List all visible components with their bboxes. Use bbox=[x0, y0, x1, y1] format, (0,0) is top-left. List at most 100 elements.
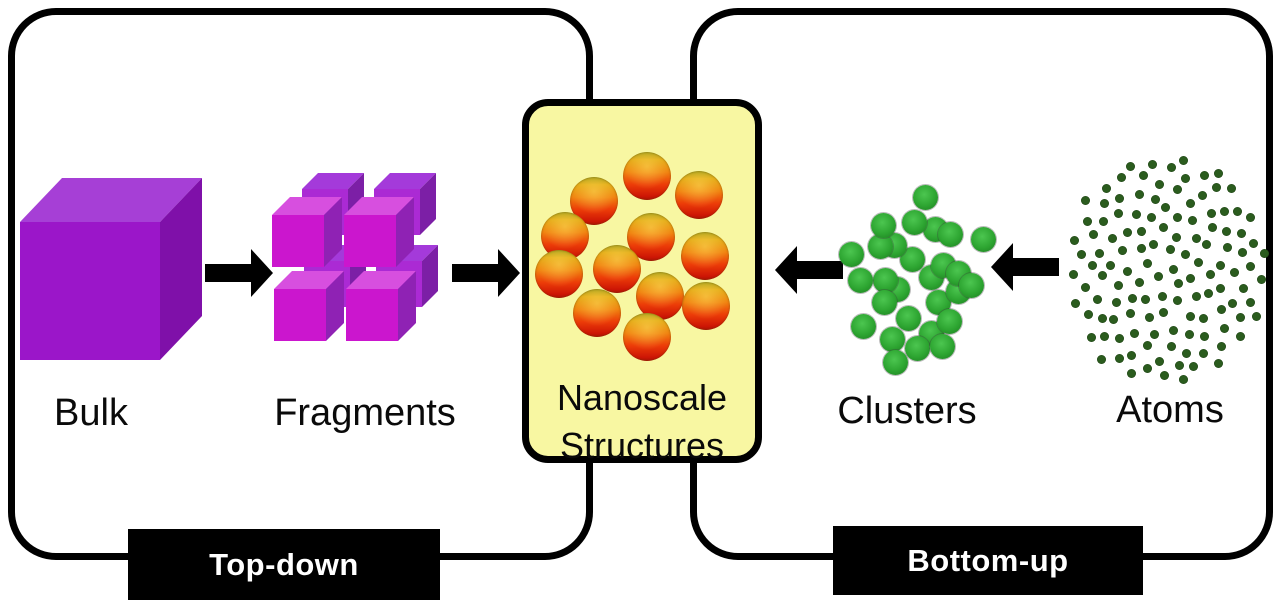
atom-particle bbox=[1205, 270, 1215, 280]
nanoparticle-sphere bbox=[675, 171, 723, 219]
atom-particle bbox=[1126, 161, 1135, 171]
bulk-cube-illustration bbox=[20, 178, 202, 360]
arrow-atoms-to-clusters bbox=[991, 243, 1059, 291]
atom-particle bbox=[1180, 250, 1190, 260]
atom-particle bbox=[1158, 291, 1168, 301]
atom-particle bbox=[1182, 348, 1192, 358]
atom-particle bbox=[1165, 245, 1175, 255]
atom-particle bbox=[1154, 356, 1164, 366]
atom-particle bbox=[1126, 351, 1136, 361]
atom-particle bbox=[1229, 267, 1239, 277]
atom-particle bbox=[1150, 330, 1160, 340]
atom-particle bbox=[1087, 332, 1097, 342]
nanoparticle-sphere bbox=[573, 289, 621, 337]
nanoparticle-sphere bbox=[636, 272, 684, 320]
cluster-particle bbox=[880, 326, 906, 352]
cluster-particle bbox=[850, 314, 876, 340]
atom-particle bbox=[1199, 349, 1209, 359]
atom-particle bbox=[1222, 227, 1232, 237]
atom-particle bbox=[1137, 227, 1147, 237]
cluster-particle bbox=[905, 336, 931, 362]
atom-particle bbox=[1143, 259, 1153, 269]
nanoscale-structures-box: Nanoscale Structures bbox=[522, 99, 762, 466]
atom-particle bbox=[1189, 362, 1199, 372]
atom-particle bbox=[1216, 284, 1226, 294]
atom-particle bbox=[1185, 199, 1195, 209]
atom-particle bbox=[1114, 208, 1124, 218]
atom-particle bbox=[1260, 249, 1270, 259]
atom-particle bbox=[1148, 159, 1158, 169]
atom-particle bbox=[1178, 155, 1188, 165]
atom-particle bbox=[1245, 298, 1255, 308]
atom-particle bbox=[1167, 163, 1177, 173]
cluster-particle bbox=[872, 268, 898, 294]
arrow-fragments-to-nanoscale bbox=[452, 249, 520, 297]
atom-particle bbox=[1181, 174, 1191, 183]
atom-particle bbox=[1186, 274, 1196, 284]
atom-particle bbox=[1147, 213, 1157, 223]
atom-particle bbox=[1114, 280, 1124, 290]
atom-particle bbox=[1132, 210, 1142, 220]
arrow-bulk-to-fragments bbox=[205, 249, 273, 297]
arrow-head-icon bbox=[251, 249, 273, 297]
nanoscale-label-line2: Structures bbox=[559, 425, 725, 466]
fragments-label: Fragments bbox=[274, 392, 456, 434]
atom-particle bbox=[1134, 277, 1144, 287]
atom-particle bbox=[1097, 314, 1107, 324]
atom-particle bbox=[1082, 217, 1092, 227]
cluster-particle bbox=[871, 212, 897, 238]
atom-particle bbox=[1206, 209, 1216, 219]
arrow-shaft bbox=[796, 261, 843, 279]
cluster-particle bbox=[929, 333, 955, 359]
atom-particle bbox=[1070, 299, 1080, 309]
nanoparticle-spheres bbox=[522, 99, 762, 463]
atom-particle bbox=[1248, 238, 1258, 248]
atom-particle bbox=[1192, 233, 1202, 243]
bulk-label: Bulk bbox=[54, 392, 128, 434]
atom-particle bbox=[1173, 296, 1183, 306]
nanoscale-structures-label: Nanoscale Structures bbox=[529, 374, 755, 470]
cluster-particle bbox=[937, 309, 963, 335]
atom-particle bbox=[1117, 173, 1127, 182]
nanoscale-label-line1: Nanoscale bbox=[556, 377, 728, 418]
atom-particle bbox=[1160, 203, 1170, 213]
arrow-head-icon bbox=[991, 243, 1013, 291]
atom-particle bbox=[1185, 311, 1195, 321]
cluster-particle bbox=[958, 273, 984, 299]
arrow-shaft bbox=[452, 264, 499, 282]
atom-particle bbox=[1173, 185, 1183, 195]
clusters-illustration bbox=[833, 183, 998, 381]
atom-particle bbox=[1174, 278, 1184, 288]
atom-particle bbox=[1199, 332, 1209, 342]
atom-particle bbox=[1088, 261, 1098, 271]
atom-particle bbox=[1125, 309, 1135, 319]
atom-particle bbox=[1256, 274, 1266, 284]
nanoparticle-sphere bbox=[682, 282, 730, 330]
atom-particle bbox=[1220, 324, 1230, 334]
cluster-particle bbox=[902, 209, 928, 235]
cluster-particle bbox=[867, 234, 893, 260]
atom-particle bbox=[1168, 325, 1178, 335]
atom-particle bbox=[1160, 370, 1170, 380]
arrow-head-icon bbox=[498, 249, 520, 297]
atom-particle bbox=[1239, 283, 1249, 293]
atom-particle bbox=[1080, 195, 1090, 205]
atom-particle bbox=[1193, 257, 1203, 267]
atom-particle bbox=[1226, 183, 1236, 193]
atom-particle bbox=[1201, 240, 1211, 250]
atom-particle bbox=[1127, 369, 1137, 379]
atom-particle bbox=[1129, 329, 1139, 339]
atom-particle bbox=[1123, 267, 1133, 277]
atom-particle bbox=[1172, 213, 1182, 223]
atom-particle bbox=[1217, 341, 1227, 351]
atom-particle bbox=[1098, 216, 1108, 226]
atom-particle bbox=[1252, 312, 1262, 322]
atom-particle bbox=[1115, 193, 1125, 203]
atom-particle bbox=[1219, 207, 1229, 217]
atom-particle bbox=[1069, 236, 1079, 246]
arrow-clusters-to-nanoscale bbox=[775, 246, 843, 294]
atom-particle bbox=[1166, 342, 1176, 352]
atom-particle bbox=[1127, 294, 1137, 304]
atom-particle bbox=[1227, 299, 1237, 309]
